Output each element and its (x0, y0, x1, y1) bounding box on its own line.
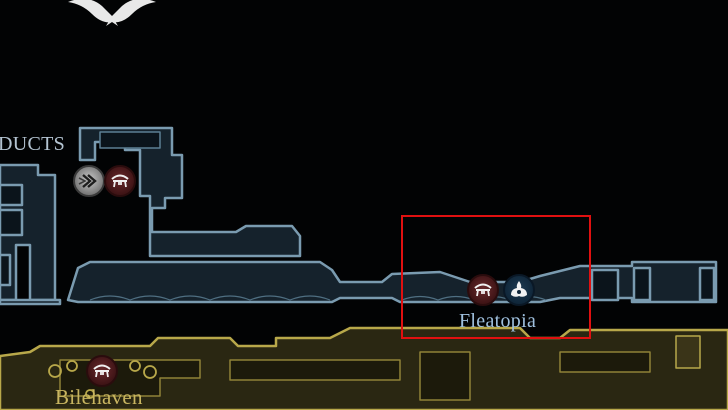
bench-icon[interactable] (467, 274, 499, 306)
bench-icon[interactable] (104, 165, 136, 197)
area-label-ducts: DUCTS (0, 133, 66, 155)
dash-skill-icon[interactable] (73, 165, 105, 197)
map-crest-icon (68, 0, 156, 26)
bilehaven-pipes-decoration (48, 360, 157, 399)
lower-region (0, 326, 728, 410)
area-label-fleatopia: Fleatopia (459, 310, 537, 332)
area-label-bilehaven: Bilehaven (55, 385, 143, 409)
flea-icon[interactable] (503, 274, 535, 306)
bench-icon[interactable] (86, 355, 118, 387)
upper-region (0, 126, 718, 306)
